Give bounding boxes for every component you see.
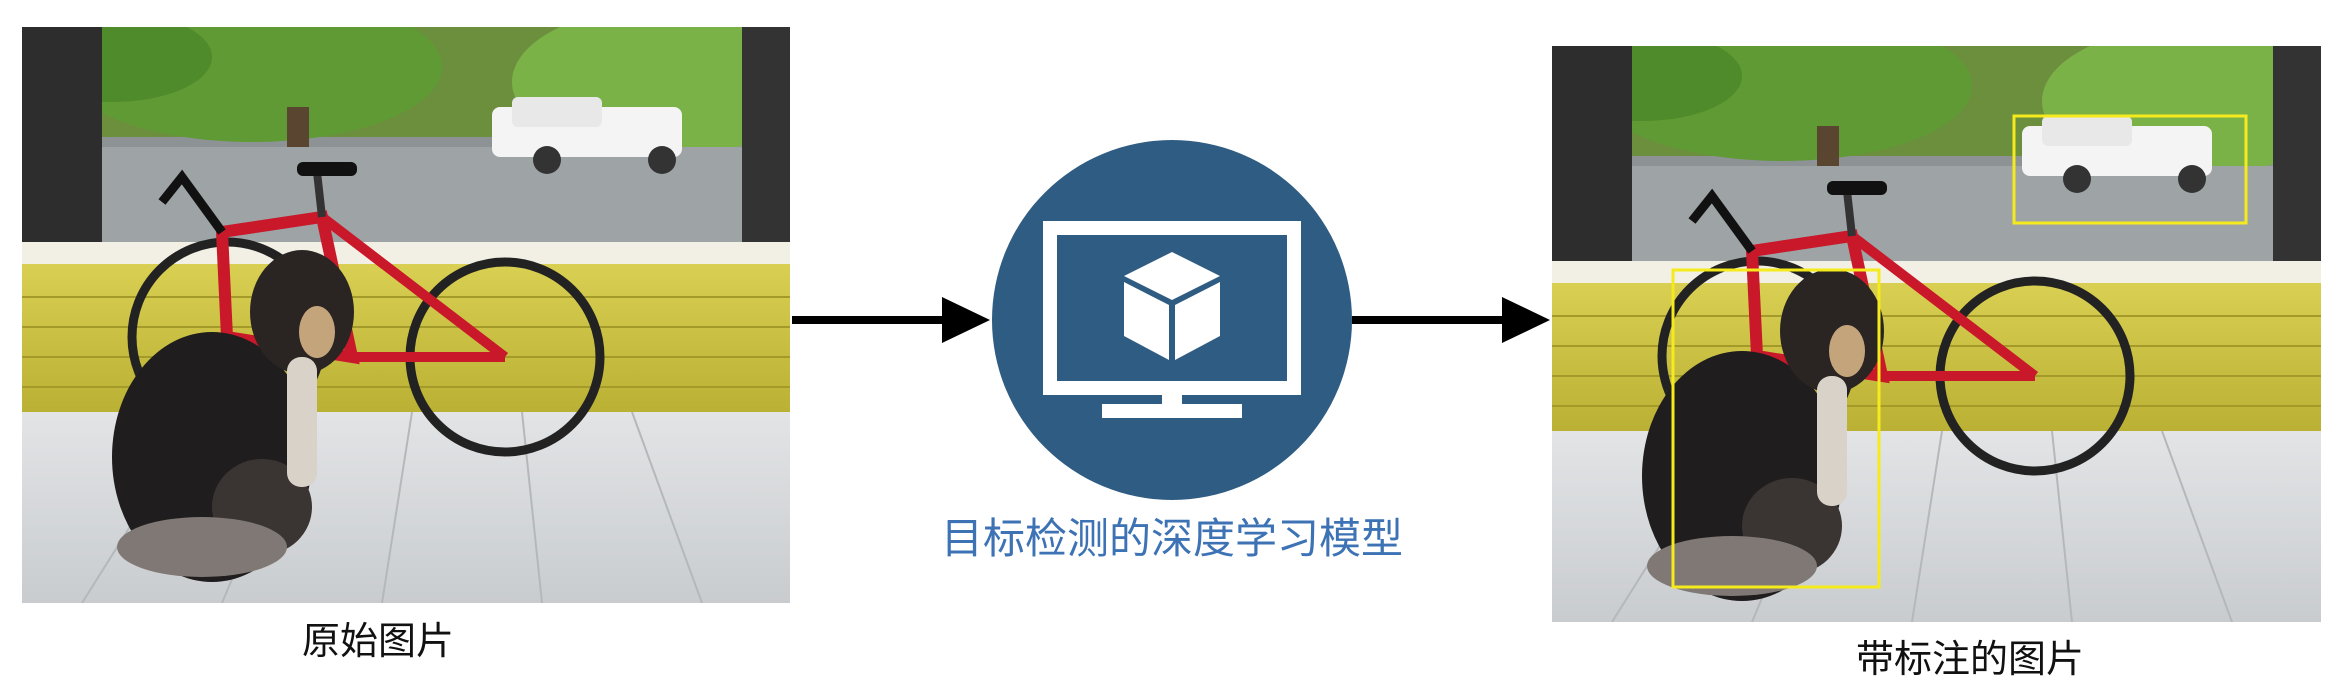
- model-caption: 目标检测的深度学习模型: [940, 514, 1404, 563]
- arrow-to-output: [1352, 297, 1550, 343]
- original-photo: [22, 27, 790, 603]
- dog-bounding-box: [1671, 268, 1881, 589]
- truck-shape: [2022, 116, 2212, 193]
- monitor-with-cube-icon: [992, 140, 1352, 500]
- truck-shape: [492, 97, 682, 174]
- annotated-photo: [1552, 46, 2321, 622]
- original-image-caption: 原始图片: [301, 619, 455, 663]
- annotated-image-caption: 带标注的图片: [1855, 637, 2085, 681]
- arrow-to-model: [792, 297, 990, 343]
- dog-shape: [112, 250, 354, 582]
- truck-bounding-box: [2012, 114, 2248, 225]
- dog-shape: [1642, 269, 1884, 601]
